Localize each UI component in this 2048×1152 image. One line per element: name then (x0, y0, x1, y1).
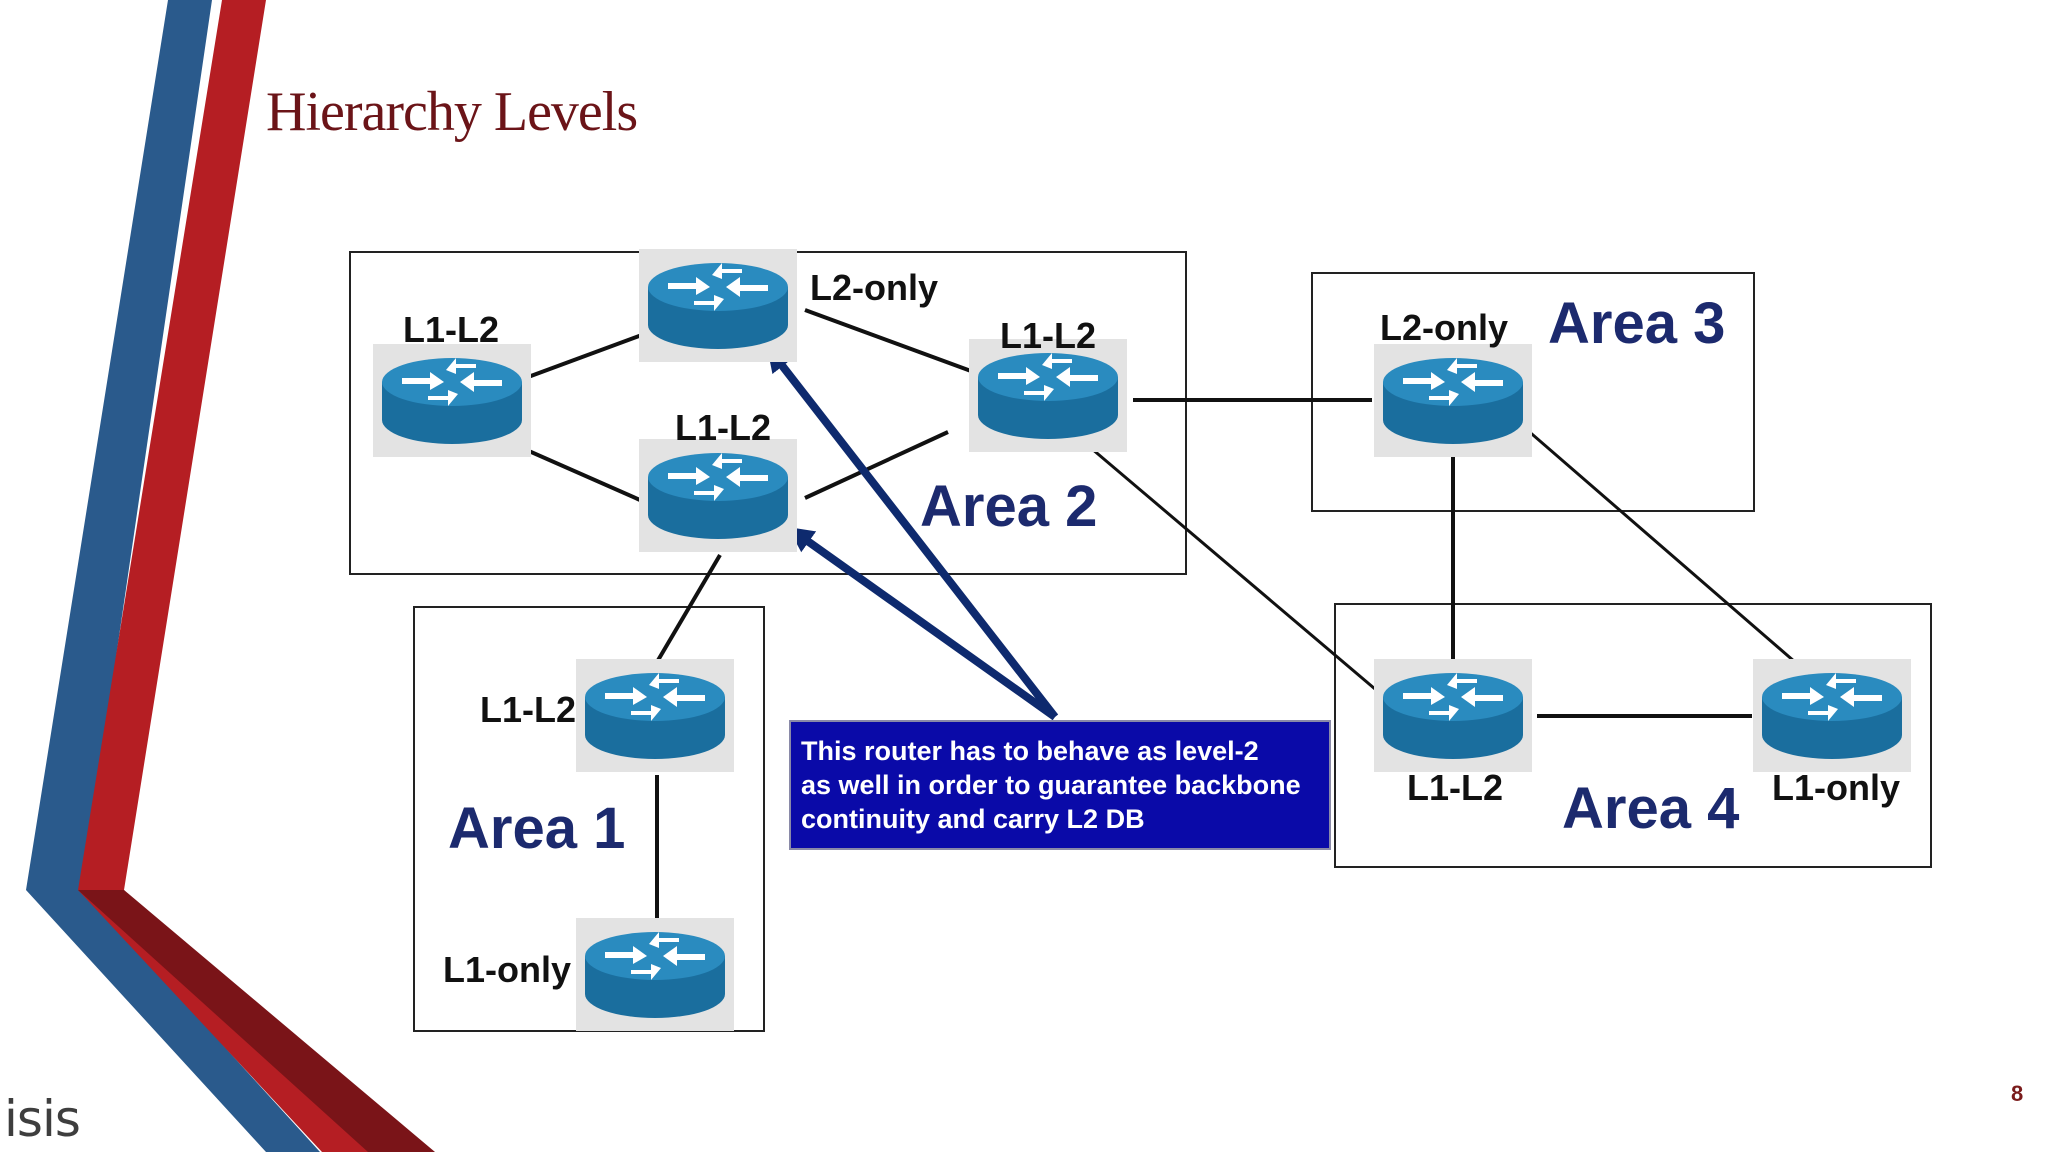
link-a2mid-a1top (655, 553, 722, 664)
area-label-1: Area 1 (448, 796, 626, 861)
area-label-3: Area 3 (1548, 291, 1726, 356)
link-a2mid-a2right (804, 430, 949, 500)
callout-line-3: continuity and carry L2 DB (801, 804, 1145, 834)
callout-box: This router has to behave as level-2 as … (789, 720, 1331, 850)
router-label-a2-mid: L1-L2 (675, 407, 772, 448)
link-a2right-a4left (1084, 441, 1389, 702)
callout-arrow-top (766, 345, 1059, 720)
router-label-a1-bottom: L1-only (443, 949, 572, 990)
router-icon-a4-left (1374, 659, 1532, 772)
router-label-a2-left: L1-L2 (403, 309, 500, 350)
area-1-box (413, 606, 765, 1032)
slide-title: Hierarchy Levels (266, 81, 638, 143)
router-label-a2-right: L1-L2 (1000, 315, 1097, 356)
router-label-a1-top: L1-L2 (480, 689, 577, 730)
area-label-2: Area 2 (920, 474, 1098, 539)
router-icon-a3 (1374, 344, 1532, 457)
router-icon-a4-right (1753, 659, 1911, 772)
dark-red-stripe (78, 890, 435, 1152)
router-label-a2-top: L2-only (810, 267, 939, 308)
callout-line-1: This router has to behave as level-2 (801, 736, 1259, 766)
callout-arrow-mid (787, 526, 1058, 721)
router-label-a4-right: L1-only (1772, 767, 1901, 808)
blue-stripe (26, 0, 320, 1152)
router-icon-a2-left (373, 344, 531, 457)
red-stripe (78, 0, 380, 1152)
router-icon-a2-mid (639, 439, 797, 552)
area-label-4: Area 4 (1562, 776, 1740, 841)
footer-brand: isis (4, 1090, 81, 1148)
callout-line-2: as well in order to guarantee backbone (801, 770, 1301, 800)
link-a2top-a2right (804, 308, 991, 380)
router-icon-a2-top (639, 249, 797, 362)
page-number: 8 (2011, 1081, 2024, 1106)
link-a3-a4right (1517, 420, 1811, 677)
router-label-a3: L2-only (1380, 307, 1509, 348)
router-icon-a1-top (576, 659, 734, 772)
area-3-box (1311, 272, 1755, 512)
link-a2left-a2top (519, 330, 651, 382)
router-label-a4-left: L1-L2 (1407, 767, 1504, 808)
router-icon-a1-bottom (576, 918, 734, 1031)
area-4-box (1334, 603, 1932, 868)
